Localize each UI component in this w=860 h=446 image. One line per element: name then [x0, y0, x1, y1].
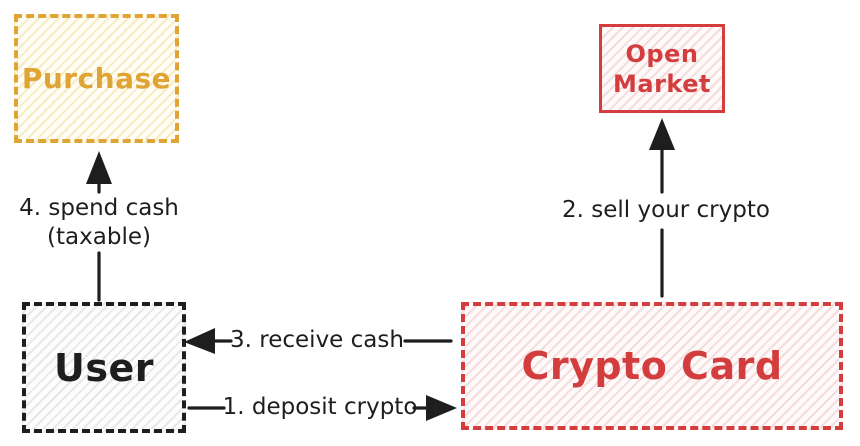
arrowhead-up-open-market [649, 118, 675, 150]
arrowhead-right-crypto-card [426, 395, 457, 421]
edge-label-receive-cash: 3. receive cash [230, 327, 404, 353]
node-crypto-card-label: Crypto Card [521, 344, 783, 388]
edge-label-sell-crypto: 2. sell your crypto [562, 197, 770, 223]
arrowhead-left-user [184, 328, 215, 354]
node-open-market-label: Open Market [613, 39, 711, 98]
edge-label-deposit-crypto: 1. deposit crypto [222, 394, 418, 420]
arrowhead-up-purchase [86, 151, 112, 184]
node-open-market: Open Market [599, 24, 725, 113]
node-purchase: Purchase [14, 14, 179, 143]
edge-label-spend-cash: 4. spend cash (taxable) [19, 195, 179, 250]
node-user-label: User [54, 345, 154, 390]
node-crypto-card: Crypto Card [461, 302, 843, 430]
node-user: User [22, 302, 186, 433]
node-purchase-label: Purchase [21, 62, 172, 95]
